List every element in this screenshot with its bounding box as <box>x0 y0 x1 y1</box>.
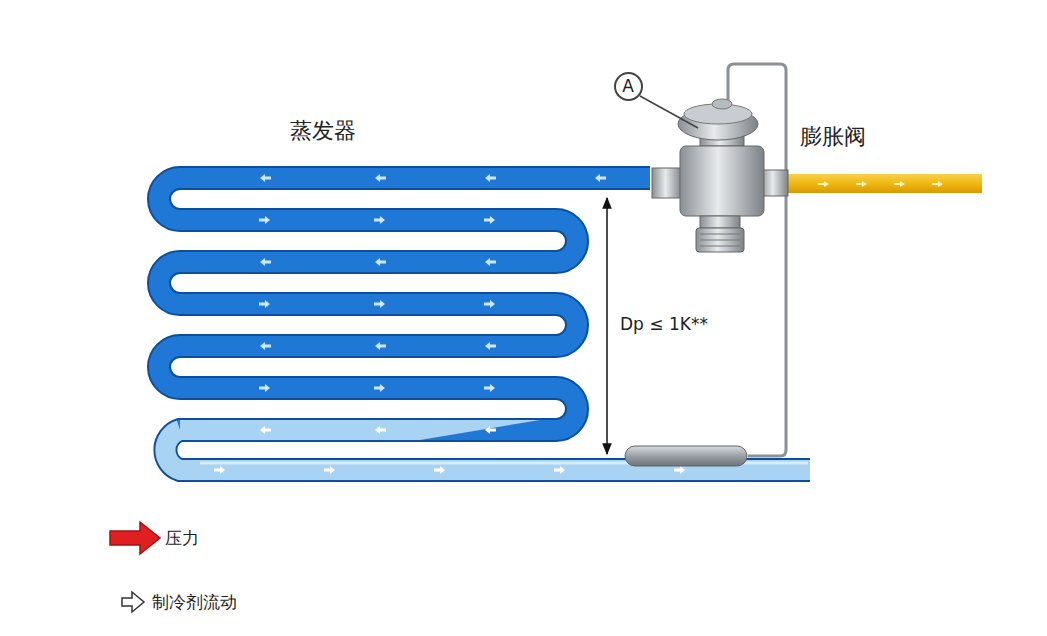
flow-arrow <box>324 466 335 474</box>
flow-arrow <box>485 258 496 266</box>
flow-arrow <box>595 174 606 182</box>
flow-arrow <box>434 466 445 474</box>
flow-arrow <box>259 216 270 224</box>
tube-vapour <box>165 430 810 470</box>
expansion-valve <box>652 99 788 252</box>
flow-arrow <box>374 384 385 392</box>
flow-arrow <box>260 342 271 350</box>
flow-arrow <box>484 384 495 392</box>
dimension-label: Dp ≤ 1K** <box>620 314 708 334</box>
flow-arrow <box>485 342 496 350</box>
flow-arrow <box>375 342 386 350</box>
liquid-flow-arrows <box>818 181 943 187</box>
flow-arrow <box>260 174 271 182</box>
flow-arrow <box>374 300 385 308</box>
evaporator-label: 蒸发器 <box>290 116 356 146</box>
flow-arrow <box>554 466 565 474</box>
flow-arrow <box>260 426 271 434</box>
tube-vapour-edge <box>420 420 540 440</box>
valve-label: 膨胀阀 <box>800 122 866 152</box>
flow-arrows <box>214 174 685 474</box>
callout-circle: A <box>614 72 643 101</box>
evaporator-tube <box>159 178 810 470</box>
flow-arrow <box>374 216 385 224</box>
tube-outline <box>159 178 810 470</box>
legend-text: 制冷剂流动 <box>152 591 237 614</box>
legend-text: 压力 <box>165 527 199 550</box>
flow-arrow <box>484 216 495 224</box>
flow-arrow <box>375 426 386 434</box>
sensing-bulb <box>625 446 747 466</box>
flow-arrow <box>259 384 270 392</box>
flow-arrow <box>485 426 496 434</box>
flow-arrow <box>214 466 225 474</box>
flow-arrow <box>375 174 386 182</box>
tube-vapour <box>180 420 420 440</box>
flow-arrow <box>674 466 685 474</box>
dimension-line <box>606 198 608 454</box>
callout-leader <box>640 96 698 128</box>
flow-arrow <box>484 300 495 308</box>
flow-arrow <box>260 258 271 266</box>
tube-liquid <box>159 178 810 470</box>
liquid-line <box>780 174 982 193</box>
flow-arrow-symbol <box>122 592 144 612</box>
flow-arrow <box>259 300 270 308</box>
callout-letter: A <box>622 78 634 95</box>
flow-arrow <box>485 174 496 182</box>
flow-arrow <box>375 258 386 266</box>
pressure-arrow-symbol <box>110 522 160 554</box>
